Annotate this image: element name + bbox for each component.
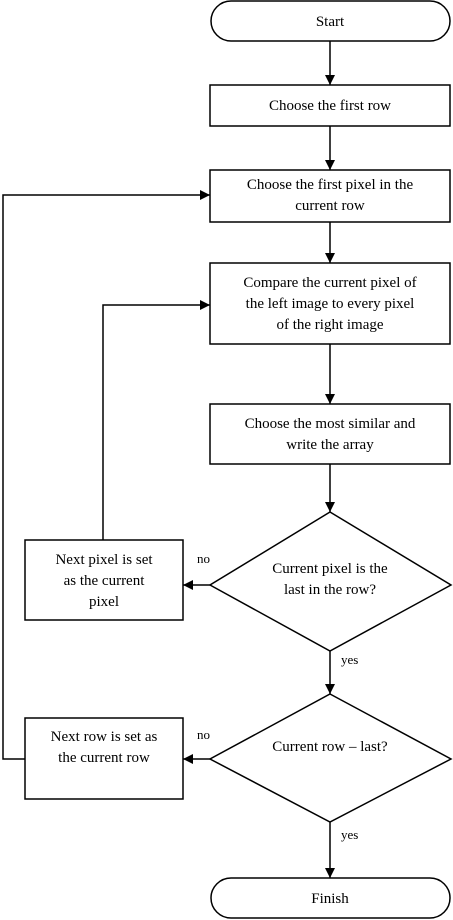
next-pixel-label-line2: as the current — [64, 573, 146, 589]
edge-label-last-row-no: no — [197, 727, 210, 742]
choose-first-pixel-label-line2: current row — [295, 198, 365, 214]
compare-pixel-label-line2: the left image to every pixel — [246, 296, 415, 312]
next-pixel-label-line3: pixel — [89, 594, 119, 610]
compare-pixel-label-line1: Compare the current pixel of — [243, 275, 416, 291]
is-last-row-decision — [208, 693, 453, 823]
is-last-row-label: Current row – last? — [272, 739, 388, 755]
loop-next-pixel-to-compare — [102, 300, 210, 540]
choose-first-row-label: Choose the first row — [269, 98, 391, 114]
choose-similar-label-line2: write the array — [286, 437, 374, 453]
is-last-pixel-label-line2: last in the row? — [284, 582, 376, 598]
loop-next-row-to-first-pixel — [2, 190, 210, 760]
finish-label: Finish — [311, 891, 349, 907]
edge-label-last-row-yes: yes — [341, 827, 358, 842]
choose-similar-label-line1: Choose the most similar and — [245, 416, 416, 432]
next-row-label-line1: Next row is set as — [51, 729, 158, 745]
choose-similar-box — [209, 403, 451, 465]
is-last-pixel-label-line1: Current pixel is the — [272, 561, 388, 577]
edge-label-last-pixel-yes: yes — [341, 652, 358, 667]
start-label: Start — [316, 14, 345, 30]
edge-label-last-pixel-no: no — [197, 551, 210, 566]
next-row-label-line2: the current row — [58, 750, 150, 766]
next-pixel-label-line1: Next pixel is set — [55, 552, 153, 568]
choose-first-pixel-label-line1: Choose the first pixel in the — [247, 177, 414, 193]
compare-pixel-label-line3: of the right image — [276, 317, 383, 333]
